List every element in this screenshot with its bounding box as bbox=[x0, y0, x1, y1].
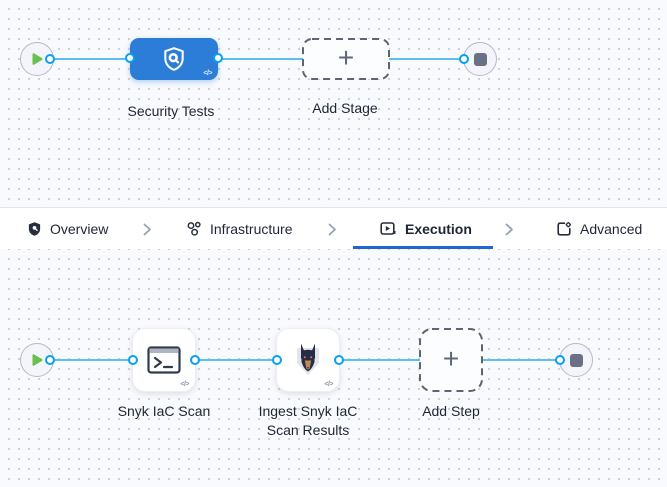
step-node-ingest-snyk-results[interactable]: </> bbox=[272, 328, 344, 392]
add-step-button[interactable]: + bbox=[419, 328, 483, 392]
add-stage-label: Add Stage bbox=[312, 100, 378, 116]
connector-dot[interactable] bbox=[459, 54, 469, 64]
terminal-icon bbox=[147, 346, 181, 374]
tab-label: Infrastructure bbox=[210, 221, 293, 237]
connector-dot[interactable] bbox=[45, 54, 55, 64]
chevron-right-icon bbox=[328, 223, 337, 241]
connector-dot[interactable] bbox=[334, 355, 344, 365]
tab-infrastructure[interactable]: Infrastructure bbox=[186, 208, 292, 250]
code-badge: </> bbox=[180, 381, 189, 388]
connector-dot[interactable] bbox=[125, 53, 135, 63]
play-box-icon bbox=[380, 221, 397, 237]
shield-icon bbox=[27, 221, 42, 237]
tab-label: Execution bbox=[405, 221, 472, 237]
code-badge: </> bbox=[203, 70, 212, 77]
stage-label: Security Tests bbox=[127, 103, 215, 119]
stage-start-node[interactable] bbox=[20, 42, 54, 76]
connector-dot[interactable] bbox=[190, 355, 200, 365]
tab-advanced[interactable]: Advanced bbox=[556, 208, 642, 250]
add-stage-button[interactable]: + bbox=[302, 38, 390, 80]
stop-icon bbox=[569, 353, 583, 367]
step-label: Snyk IaC Scan bbox=[117, 403, 211, 419]
stop-icon bbox=[473, 52, 487, 66]
chevron-right-icon bbox=[505, 223, 514, 241]
active-tab-underline bbox=[353, 246, 493, 249]
connector-dot[interactable] bbox=[213, 53, 223, 63]
plus-icon: + bbox=[442, 343, 460, 374]
stage-config-tab-bar: Overview Infrastructure bbox=[0, 207, 667, 249]
chevron-right-icon bbox=[143, 223, 152, 241]
plus-icon: + bbox=[337, 42, 355, 73]
add-step-label: Add Step bbox=[422, 403, 480, 419]
code-badge: </> bbox=[324, 381, 333, 388]
shield-scan-icon bbox=[161, 46, 187, 72]
play-icon bbox=[30, 52, 44, 66]
play-icon bbox=[30, 353, 44, 367]
tab-overview[interactable]: Overview bbox=[27, 208, 108, 250]
step-node-snyk-iac-scan[interactable]: </> bbox=[128, 328, 200, 392]
tab-execution[interactable]: Execution bbox=[380, 208, 472, 250]
connector-dot[interactable] bbox=[45, 355, 55, 365]
step-end-node[interactable] bbox=[559, 343, 593, 377]
stage-node-security-tests[interactable]: </> bbox=[125, 38, 223, 80]
connector-dot[interactable] bbox=[272, 355, 282, 365]
stage-connector-line bbox=[37, 58, 480, 60]
snyk-dog-icon bbox=[288, 340, 328, 380]
nodes-icon bbox=[186, 221, 202, 237]
step-label: Ingest Snyk IaC Scan Results bbox=[258, 403, 358, 438]
tab-label: Overview bbox=[50, 221, 109, 237]
tab-label: Advanced bbox=[580, 221, 643, 237]
connector-dot[interactable] bbox=[555, 355, 565, 365]
advanced-gear-icon bbox=[556, 221, 572, 237]
connector-dot[interactable] bbox=[128, 355, 138, 365]
